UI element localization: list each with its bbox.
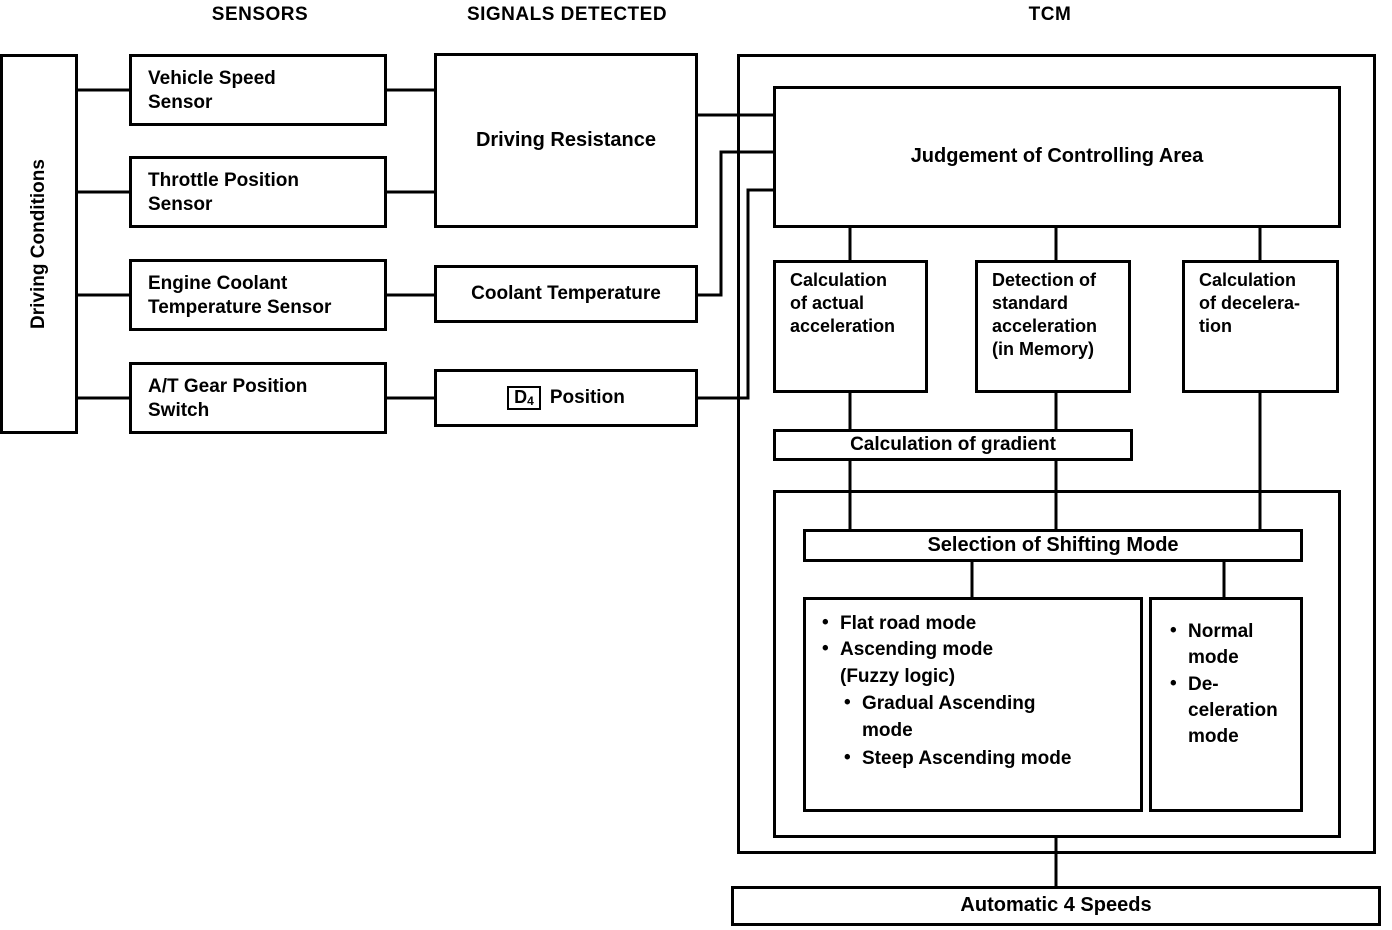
column-header-tcm: TCM — [1028, 4, 1072, 25]
mode-list-item: Flat road mode — [820, 611, 1071, 636]
d4-chip-letter: D — [514, 387, 528, 408]
signal-label-coolant-temperature: Coolant Temperature — [471, 282, 661, 304]
signal-label-driving-resistance: Driving Resistance — [475, 128, 657, 151]
detection-of-standard-acceleration-box[interactable]: Detection of standard acceleration (in M… — [975, 260, 1131, 393]
calculation-gradient-label: Calculation of gradient — [850, 433, 1056, 455]
signal-label-d4-position: Position — [549, 386, 625, 408]
calculation-of-deceleration-box[interactable]: Calculation of decelera- tion — [1182, 260, 1339, 393]
driving-conditions-box: Driving Conditions — [0, 54, 78, 434]
d4-chip: D4 — [507, 386, 541, 410]
sensor-label-engine-coolant-temperature: Engine Coolant Temperature Sensor — [148, 273, 332, 319]
calculation-of-gradient-box[interactable]: Calculation of gradient — [773, 429, 1133, 461]
mode-list-item: De- — [1168, 672, 1278, 697]
signal-box-coolant-temperature[interactable]: Coolant Temperature — [434, 265, 698, 323]
detection-standard-acceleration-label: Detection of standard acceleration (in M… — [992, 270, 1098, 360]
selection-of-shifting-mode-box[interactable]: Selection of Shifting Mode — [803, 529, 1303, 562]
sensor-label-at-gear-position-switch: A/T Gear Position Switch — [148, 376, 308, 422]
mode-list-item: Steep Ascending mode — [820, 746, 1071, 771]
sensor-box-vehicle-speed[interactable]: Vehicle Speed Sensor — [129, 54, 387, 126]
driving-conditions-label: Driving Conditions — [28, 159, 49, 329]
column-header-sensors: SENSORS — [211, 4, 309, 25]
calculation-deceleration-label: Calculation of decelera- tion — [1199, 270, 1301, 337]
signal-box-d4-position[interactable]: D4 Position — [434, 369, 698, 427]
shifting-mode-list-left: Flat road modeAscending mode (Fuzzy logic… — [820, 611, 1071, 773]
mode-list-item: Ascending mode — [820, 637, 1071, 662]
sensor-label-vehicle-speed: Vehicle Speed Sensor — [148, 68, 276, 114]
mode-list-item: Gradual Ascending — [820, 691, 1071, 716]
automatic-4-speeds-label: Automatic 4 Speeds — [960, 894, 1152, 917]
selection-shifting-mode-label: Selection of Shifting Mode — [927, 533, 1179, 556]
shifting-mode-list-left-box[interactable]: Flat road modeAscending mode (Fuzzy logic… — [803, 597, 1143, 812]
calculation-actual-acceleration-label: Calculation of actual acceleration — [790, 270, 896, 337]
signal-box-driving-resistance[interactable]: Driving Resistance — [434, 53, 698, 228]
sensor-box-throttle-position[interactable]: Throttle Position Sensor — [129, 156, 387, 228]
d4-chip-subscript: 4 — [527, 394, 534, 409]
sensor-box-at-gear-position-switch[interactable]: A/T Gear Position Switch — [129, 362, 387, 434]
mode-list-item: mode — [1188, 647, 1239, 669]
judgement-of-controlling-area-box[interactable]: Judgement of Controlling Area — [773, 86, 1341, 228]
automatic-4-speeds-box[interactable]: Automatic 4 Speeds — [731, 886, 1381, 926]
column-header-signals-detected: SIGNALS DETECTED — [466, 4, 668, 25]
mode-list-item: celeration — [1188, 699, 1278, 721]
mode-list-item: (Fuzzy logic) — [840, 665, 956, 687]
mode-list-item: mode — [1188, 726, 1239, 748]
mode-list-item: mode — [862, 720, 913, 742]
calculation-of-actual-acceleration-box[interactable]: Calculation of actual acceleration — [773, 260, 928, 393]
sensor-box-engine-coolant-temperature[interactable]: Engine Coolant Temperature Sensor — [129, 259, 387, 331]
judgement-label: Judgement of Controlling Area — [910, 145, 1204, 168]
mode-list-item: Normal — [1168, 619, 1278, 644]
sensor-label-throttle-position: Throttle Position Sensor — [148, 170, 299, 216]
